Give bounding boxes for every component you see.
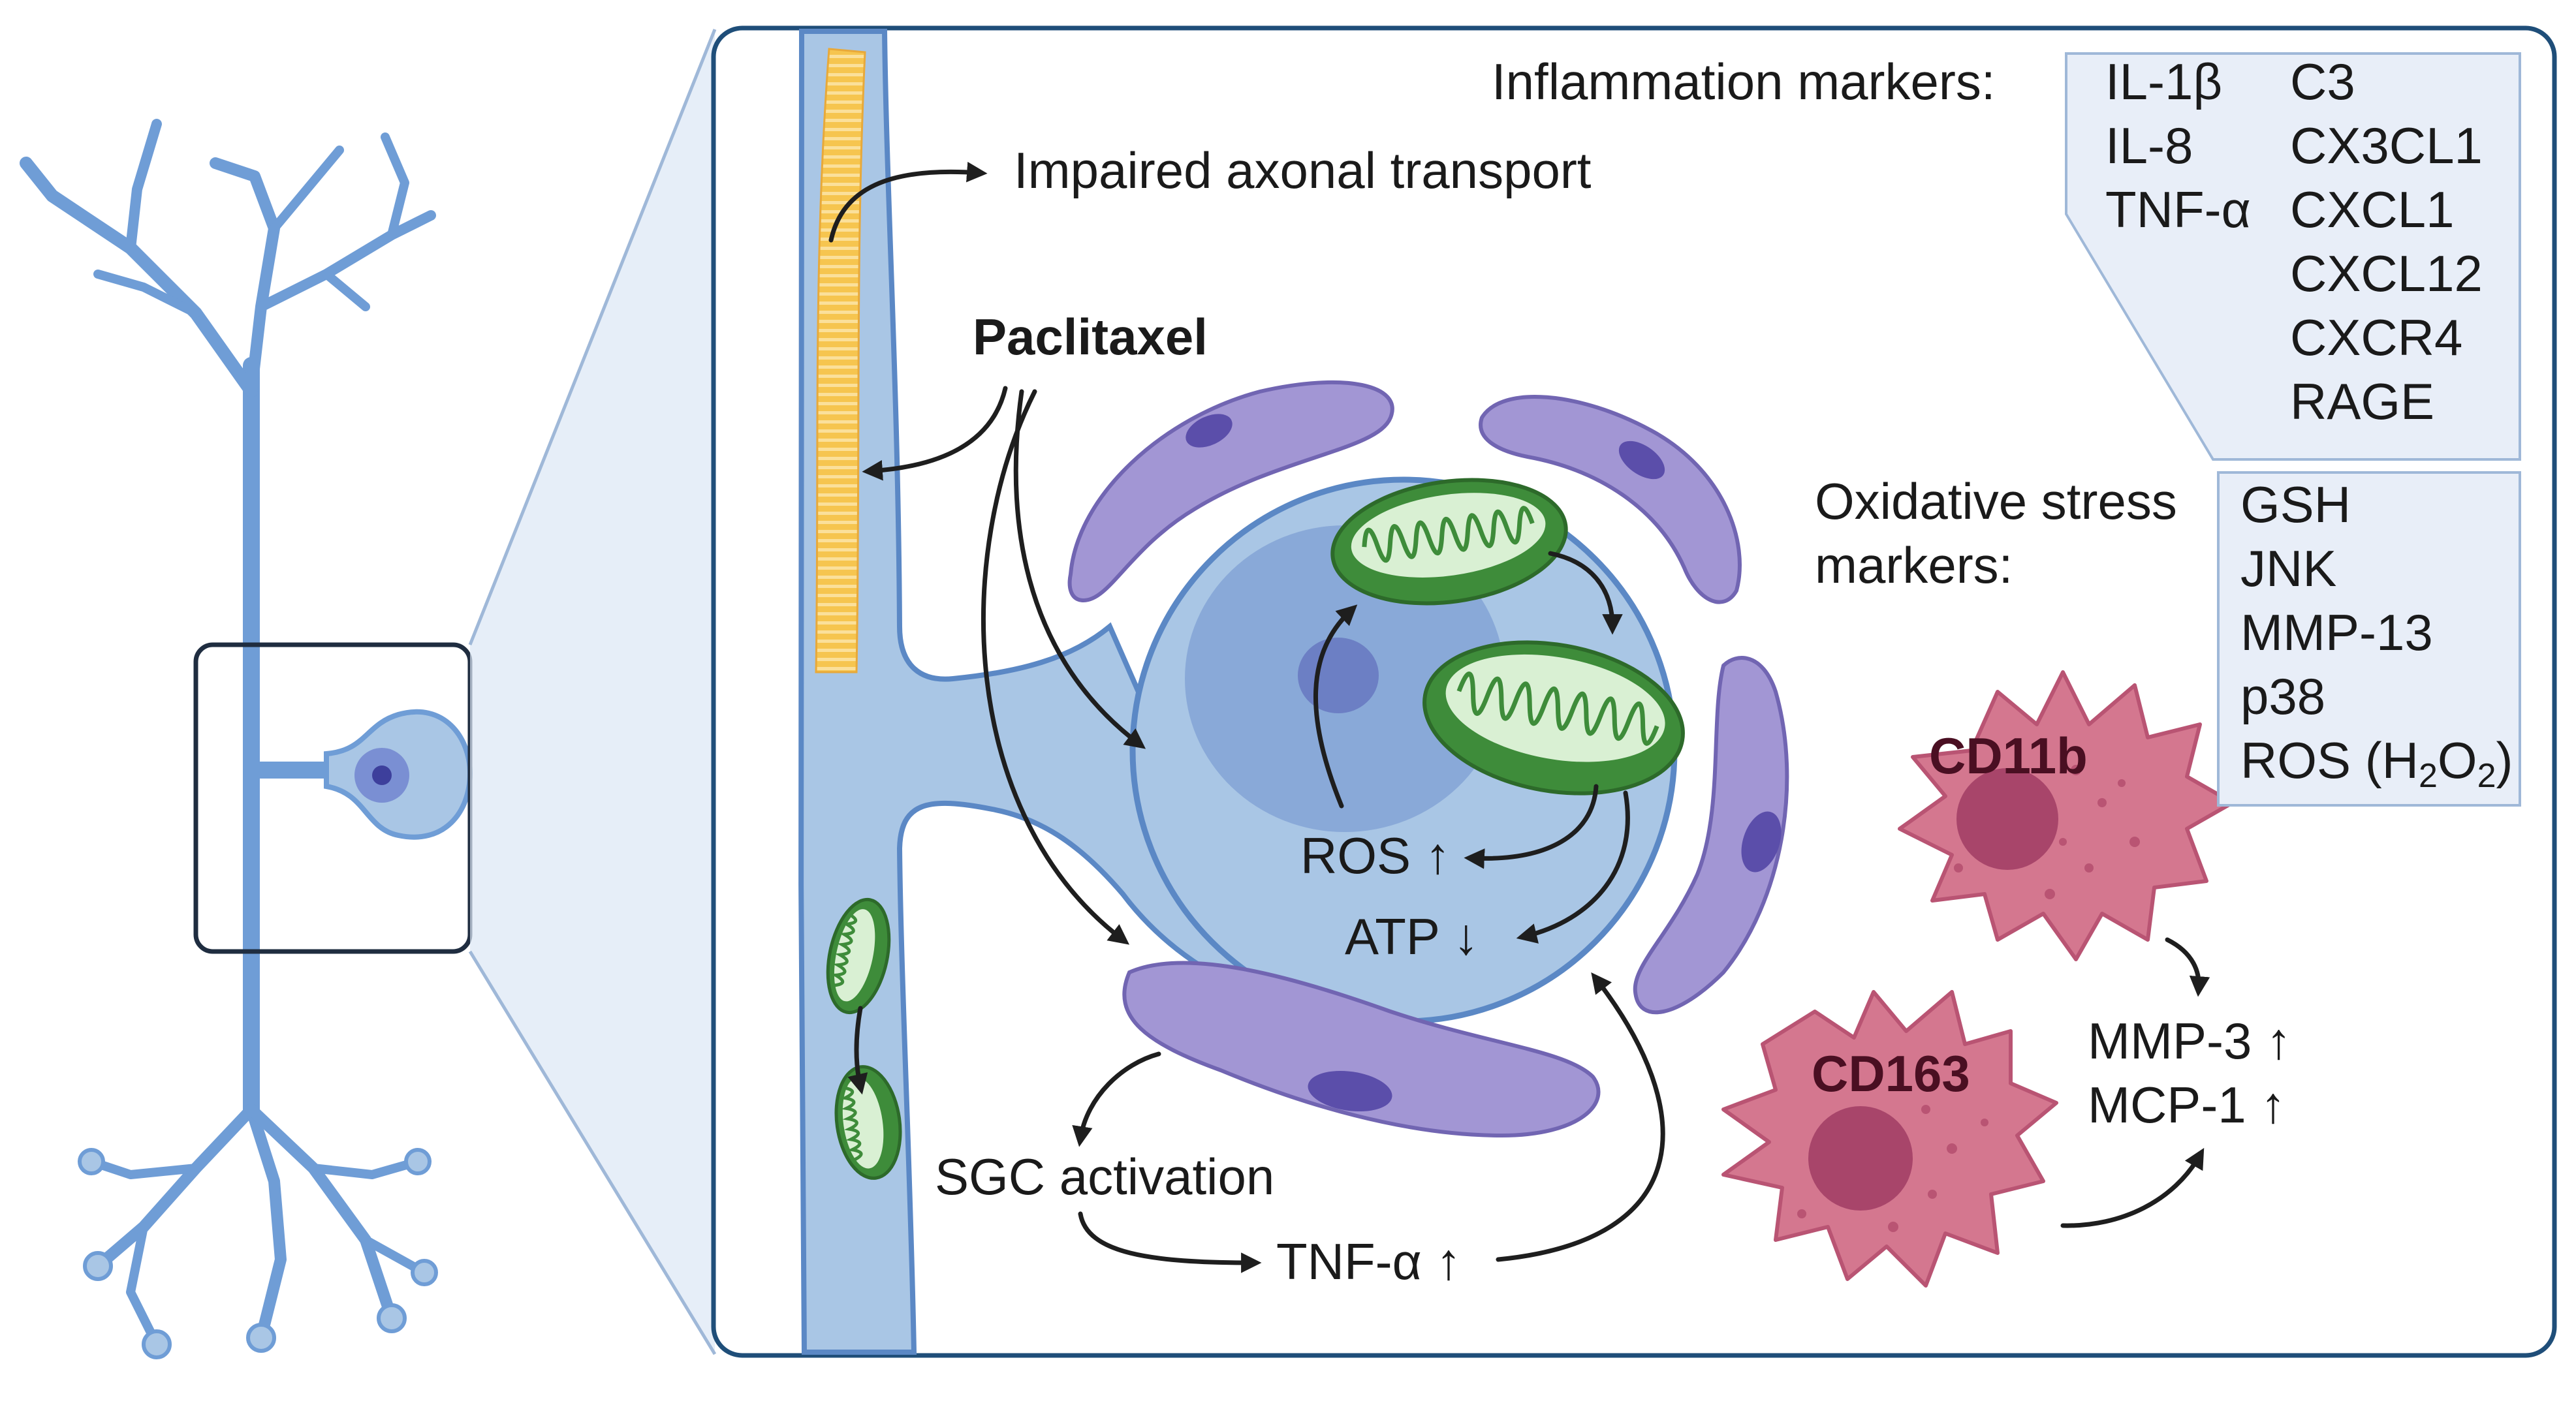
- oxidative-item: GSH: [2240, 476, 2351, 533]
- atp-down-label: ATP ↓: [1345, 908, 1479, 965]
- arrow-to-impaired-transport: [828, 161, 988, 243]
- satellite-glial-cells: [1067, 380, 1789, 1138]
- arrow-paclitaxel-to-soma: [1013, 389, 1146, 749]
- oxidative-title-line1: Oxidative stress: [1815, 472, 2177, 530]
- ros-mid: O: [2438, 732, 2477, 789]
- inflammation-col2-item: CX3CL1: [2290, 117, 2483, 174]
- sgc-bottom: [1122, 961, 1601, 1138]
- mitochondrion-middle: [1422, 640, 1685, 796]
- inflammation-col2-item: CXCR4: [2290, 309, 2462, 366]
- arrow-cd11b-to-mmp: [2165, 937, 2210, 997]
- cd163-label: CD163: [1812, 1045, 1970, 1102]
- oxidative-item: p38: [2240, 668, 2325, 725]
- ros-prefix: ROS (H: [2240, 732, 2419, 789]
- ros-sub1: 2: [2419, 757, 2438, 795]
- arrow-mito-top-to-mid: [1548, 551, 1623, 635]
- oxidative-title-line2: markers:: [1815, 536, 2013, 594]
- inflammation-col2-item: CXCL12: [2290, 245, 2483, 302]
- sgc-top-left: [1067, 380, 1394, 603]
- inflammation-col1-item: TNF-α: [2105, 181, 2251, 238]
- inflammation-col2-item: CXCL1: [2290, 181, 2454, 238]
- axon-mitochondrion-lower: [834, 1065, 902, 1180]
- oxidative-item: MMP-13: [2240, 604, 2433, 661]
- zoom-line-bottom: [468, 950, 717, 1355]
- zoom-wedge: [470, 29, 715, 1354]
- arrows: [828, 161, 2210, 1273]
- sgc-top-right: [1479, 395, 1742, 604]
- zoom-line-top: [468, 29, 717, 645]
- inflammation-title: Inflammation markers:: [1492, 53, 1996, 110]
- arrow-activation-to-tnf: [1078, 1211, 1262, 1273]
- axon-mitochondrion-upper: [826, 897, 891, 1015]
- oxidative-marker-box: [2217, 471, 2521, 807]
- neuron-overview: [20, 119, 436, 1349]
- paclitaxel-label: Paclitaxel: [973, 308, 1208, 365]
- arrow-sgc-to-activation: [1072, 1051, 1161, 1147]
- oxidative-item: JNK: [2240, 540, 2336, 597]
- arrow-paclitaxel-to-sgc: [981, 389, 1130, 945]
- immune-cell-cd163: [1721, 990, 2058, 1288]
- tnf-up-label: TNF-α ↑: [1276, 1233, 1461, 1290]
- arrow-cd163-to-mcp: [2060, 1148, 2205, 1228]
- inflammation-col1-item: IL-1β: [2105, 53, 2222, 110]
- mitochondrion-top: [1330, 478, 1568, 606]
- mcp1-up-label: MCP-1 ↑: [2088, 1076, 2285, 1134]
- nucleolus: [1298, 638, 1379, 713]
- arrow-paclitaxel-to-axon: [862, 386, 1008, 481]
- impaired-transport-label: Impaired axonal transport: [1014, 142, 1592, 199]
- inflammation-marker-box: [2065, 52, 2521, 461]
- axon-and-hillock: [798, 29, 1278, 1355]
- sgc-activation-label: SGC activation: [935, 1148, 1274, 1205]
- inflammation-col2-item: C3: [2290, 53, 2355, 110]
- arrow-mito-to-atp: [1516, 790, 1630, 944]
- immune-cell-cd11b: [1898, 670, 2235, 961]
- oxidative-item-ros: ROS (H2O2): [2240, 732, 2513, 795]
- inflammation-col1-item: IL-8: [2105, 117, 2193, 174]
- arrow-axon-mito: [847, 1006, 868, 1095]
- ros-up-label: ROS ↑: [1300, 827, 1451, 884]
- arrow-ros-to-mito-top: [1313, 604, 1358, 809]
- mmp3-up-label: MMP-3 ↑: [2088, 1012, 2291, 1070]
- ros-suffix: ): [2496, 732, 2513, 789]
- sgc-right: [1633, 656, 1789, 1015]
- ros-sub2: 2: [2477, 757, 2496, 795]
- arrow-mito-to-ros: [1464, 784, 1599, 869]
- terminal-bulbs: [78, 1148, 438, 1359]
- arrow-tnf-to-soma: [1496, 972, 1665, 1262]
- axonal-transport-track: [815, 48, 866, 673]
- small-soma: [324, 709, 473, 840]
- cd11b-label: CD11b: [1929, 727, 2088, 784]
- inflammation-col2-item: RAGE: [2290, 373, 2434, 430]
